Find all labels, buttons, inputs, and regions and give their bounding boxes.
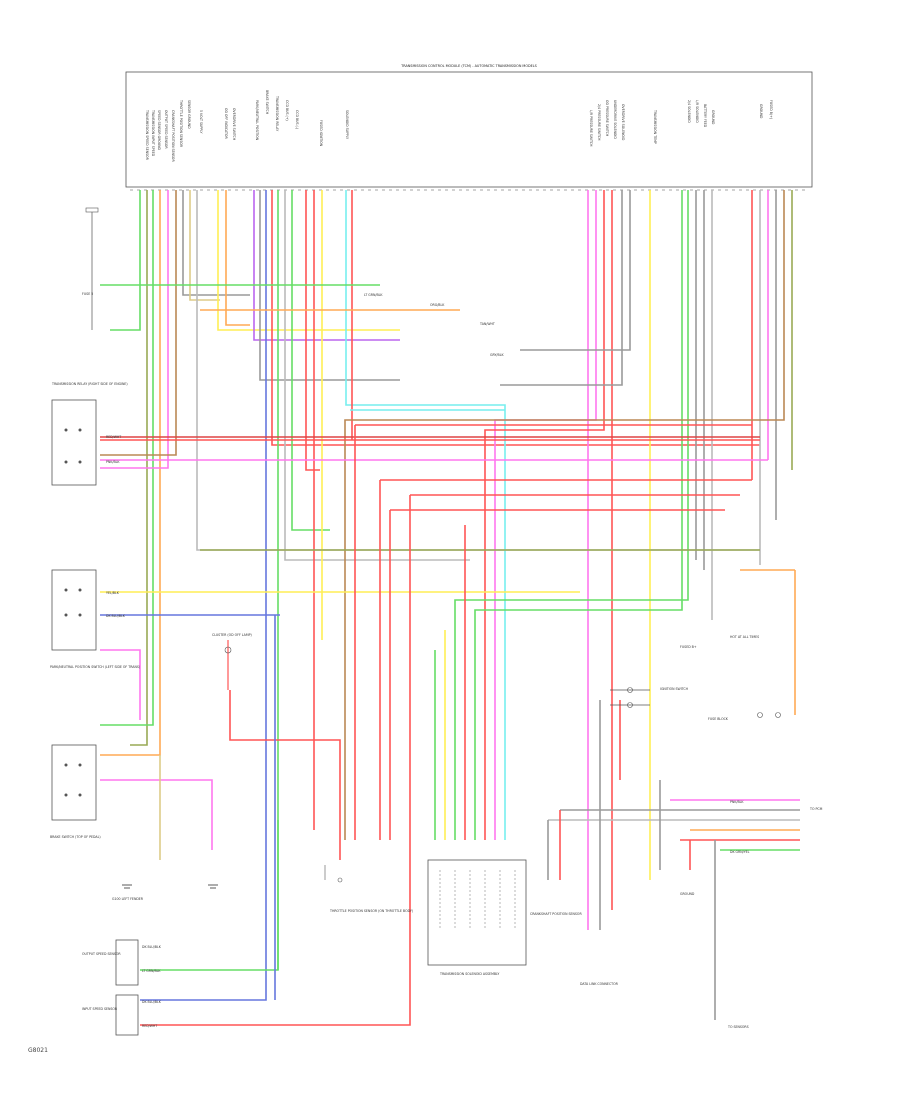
tcm-right-wire-drops — [344, 190, 793, 930]
wire-label: TAN/WHT — [479, 322, 495, 326]
brake-switch-label: BRAKE SWITCH (TOP OF PEDAL) — [50, 835, 101, 839]
wire-label: RED/WHT — [142, 1024, 157, 1028]
cluster-lamp-label: CLUSTER (OD OFF LAMP) — [212, 633, 252, 637]
tcm-pin-label: OVERDRIVE SWITCH — [232, 108, 236, 141]
to-pcm-label: TO PCM — [809, 807, 823, 811]
tcm-pin-label: FUSED B(+) — [769, 100, 773, 119]
tcm-pin-label: FUSED IGNITION — [319, 120, 323, 147]
tcm-pin-label: L/R PRESSURE SWITCH — [589, 110, 593, 147]
park-neutral-label: PARK/NEUTRAL POSITION SWITCH (LEFT SIDE … — [50, 665, 140, 669]
ignition-switch-symbol — [610, 687, 650, 708]
brake-switch-connector — [51, 744, 97, 821]
solenoid-assembly-label: TRANSMISSION SOLENOID ASSEMBLY — [439, 972, 499, 976]
tcm-pin-label: 5 VOLT SUPPLY — [199, 110, 203, 134]
wire-label: DK GRN/YEL — [730, 850, 750, 854]
tcm-pin-label: PARK/NEUTRAL POSITION — [255, 100, 259, 141]
tcm-pin-labels-right: L/R PRESSURE SWITCH 2/4 PRESSURE SWITCH … — [589, 100, 773, 147]
tcm-pin-label: GROUND — [711, 110, 715, 125]
cluster-lamp-symbol — [224, 640, 232, 690]
input-speed-sensor-connector — [115, 994, 139, 1036]
tcm-left-wire-drops — [100, 190, 760, 1001]
lower-feed-wires — [100, 425, 800, 1026]
tcm-module-box — [125, 71, 813, 188]
tcm-pin-label: CCD BUS (+) — [285, 100, 289, 121]
fused-b-label: FUSED B+ — [680, 645, 697, 649]
tcm-pin-label: SPEED SENSOR GROUND — [157, 110, 161, 151]
tcm-pin-label: TRANSMISSION RELAY — [275, 95, 279, 131]
tcm-pin-label: GROUND — [759, 104, 763, 119]
right-relay-symbol — [757, 712, 781, 718]
wire-label: GRY/BLK — [490, 353, 504, 357]
ground-symbol — [122, 884, 218, 889]
ignition-label: IGNITION SWITCH — [660, 687, 689, 691]
wire-label: DK BLU/BLK — [142, 945, 162, 949]
input-speed-label: INPUT SPEED SENSOR — [82, 1007, 118, 1011]
tcm-pin-label: OD OFF INDICATOR — [224, 108, 228, 139]
output-speed-label: OUTPUT SPEED SENSOR — [82, 952, 121, 956]
wire-label: DK BLU/BLK — [106, 614, 126, 618]
ground-right-label: GROUND — [680, 892, 695, 896]
tcm-pin-label: TRANSMISSION TEMP — [653, 109, 657, 144]
fuse-symbol — [85, 207, 99, 330]
tcm-pin-label: SENSOR GROUND — [187, 100, 191, 129]
fuse-label: FUSE 5 — [82, 292, 93, 296]
tcm-pin-labels-left: TRANSMISSION SPEED SENSOR TRANSMISSION I… — [145, 90, 349, 162]
tcm-pin-label: THROTTLE POSITION SENSOR — [179, 99, 183, 148]
trunk-wires — [100, 284, 796, 715]
wire-color-labels: RED/WHT PNK/BLK YEL/BLK DK BLU/BLK LT GR… — [106, 293, 750, 1028]
wire-label: PNK/BLK — [106, 460, 120, 464]
wire-label: PNK/BLK — [730, 800, 744, 804]
tcm-pin-label: BRAKE SWITCH — [265, 90, 269, 115]
tcm-pin-label: UNDERDRIVE SOLENOID — [613, 100, 617, 139]
tcm-pin-label: 2/4 PRESSURE SWITCH — [597, 104, 601, 141]
wire-label: YEL/BLK — [106, 591, 120, 595]
park-neutral-connector — [51, 569, 97, 651]
output-speed-sensor-connector — [115, 939, 139, 986]
throttle-position-sensor — [324, 865, 343, 883]
crank-sensor-label: CRANKSHAFT POSITION SENSOR — [530, 912, 582, 916]
tcm-pin-label: CCD BUS (-) — [295, 110, 299, 129]
tcm-pin-label: TRANSMISSION INPUT SPEED — [151, 109, 155, 157]
tcm-pin-label: L/R SOLENOID — [695, 100, 699, 123]
ground-label: G100 LEFT FENDER — [112, 897, 144, 901]
tcm-pin-label: SOLENOID SUPPLY — [345, 110, 349, 139]
tcm-pin-label: 2/4 SOLENOID — [687, 100, 691, 123]
tcm-pin-label: BATTERY FEED — [703, 104, 707, 128]
data-link-label: DATA LINK CONNECTOR — [580, 982, 619, 986]
solenoid-assembly-connector — [427, 859, 527, 966]
transmission-relay-connector — [51, 399, 97, 486]
tcm-pin-label: TRANSMISSION SPEED SENSOR — [145, 109, 149, 161]
throttle-position-label: THROTTLE POSITION SENSOR (ON THROTTLE BO… — [329, 909, 413, 913]
tcm-pin-label: OVERDRIVE SOLENOID — [621, 104, 625, 141]
figure-id: G8021 — [28, 1047, 48, 1054]
wire-label: ORG/BLK — [430, 303, 445, 307]
battery-feed-label: HOT AT ALL TIMES — [730, 635, 759, 639]
fuse-block-label: FUSE BLOCK — [708, 717, 729, 721]
transmission-relay-label: TRANSMISSION RELAY (RIGHT SIDE OF ENGINE… — [51, 382, 128, 386]
wire-label: DK BLU/BLK — [142, 1000, 162, 1004]
wire-label: LT GRN/BLK — [364, 293, 383, 297]
to-sensors-label: TO SENSORS — [727, 1025, 749, 1029]
tcm-pin-label: OUTPUT SPEED SENSOR — [164, 110, 168, 149]
wire-label: RED/WHT — [106, 435, 121, 439]
tcm-module-title: TRANSMISSION CONTROL MODULE (TCM) - AUTO… — [400, 64, 537, 68]
tcm-pin-label: OD PRESSURE SWITCH — [605, 100, 609, 137]
tcm-pin-label: CRANKSHAFT POSITION SENSOR — [171, 110, 175, 162]
wire-label: LT GRN/BLK — [142, 969, 161, 973]
